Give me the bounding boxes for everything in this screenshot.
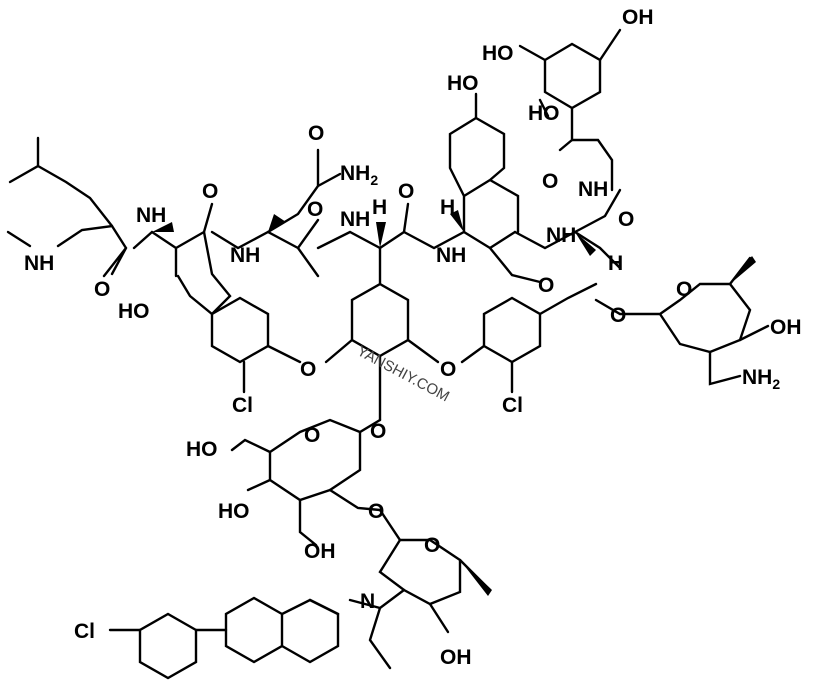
- label-ho-upper: HO: [482, 42, 514, 65]
- label-ho-acid: HO: [528, 102, 560, 125]
- label-n-low: N: [360, 590, 375, 613]
- label-acid-o: O: [542, 170, 558, 193]
- label-nh-mid3: NH: [436, 244, 466, 267]
- label-nh2-right-text: NH: [742, 366, 772, 389]
- label-nh2-right: NH2: [742, 366, 780, 392]
- label-oh-low: OH: [440, 646, 472, 669]
- label-o-ring-low: O: [424, 534, 440, 557]
- label-nh2-amide-sub: 2: [370, 172, 378, 188]
- label-h-upper: H: [440, 196, 455, 219]
- label-h-right: H: [608, 252, 623, 275]
- label-nh-mid2: NH: [340, 208, 370, 231]
- bond-skeleton: [6, 28, 770, 680]
- label-cl-right: Cl: [502, 394, 523, 417]
- label-ho-left: HO: [118, 300, 150, 323]
- label-ho-phenol: HO: [447, 72, 479, 95]
- label-cl-biphenyl: Cl: [74, 620, 95, 643]
- label-oh-glu: OH: [304, 540, 336, 563]
- label-o-mid2: O: [398, 180, 414, 203]
- label-oh-right: OH: [770, 316, 802, 339]
- label-ho-ch2: HO: [186, 438, 218, 461]
- watermark-text: YANSHIY.COM: [354, 343, 452, 406]
- label-nh2-amide: NH2: [340, 162, 378, 188]
- label-o-sugar-right: O: [610, 304, 626, 327]
- label-nh-leucine: NH: [24, 252, 54, 275]
- label-cl-left: Cl: [232, 394, 253, 417]
- label-o-ring-right: O: [676, 278, 692, 301]
- label-o-link: O: [368, 500, 384, 523]
- label-o-glyco: O: [370, 420, 386, 443]
- label-nh2-right-sub: 2: [772, 376, 780, 392]
- label-nh-mid1: NH: [230, 244, 260, 267]
- label-top-oh: OH: [622, 6, 654, 29]
- stereo-wedges: [152, 210, 756, 596]
- label-nh-top-right: NH: [578, 178, 608, 201]
- label-o-mid: O: [307, 198, 323, 221]
- label-o-ether1: O: [300, 358, 316, 381]
- label-nh2-amide-text: NH: [340, 162, 370, 185]
- label-h-mid: H: [372, 196, 387, 219]
- atom-labels: OH HO HO HO O NH2 O NH O O NH NH O NH H …: [24, 6, 802, 669]
- label-o-left2: O: [94, 278, 110, 301]
- label-nh-left: NH: [136, 204, 166, 227]
- label-o-ether2: O: [440, 358, 456, 381]
- label-nh-right: NH: [546, 224, 576, 247]
- label-o-amide: O: [308, 122, 324, 145]
- label-o-right: O: [538, 274, 554, 297]
- label-ho-glu: HO: [218, 500, 250, 523]
- label-o-left1: O: [202, 180, 218, 203]
- label-o-top-right: O: [618, 208, 634, 231]
- label-o-ring-glu: O: [304, 424, 320, 447]
